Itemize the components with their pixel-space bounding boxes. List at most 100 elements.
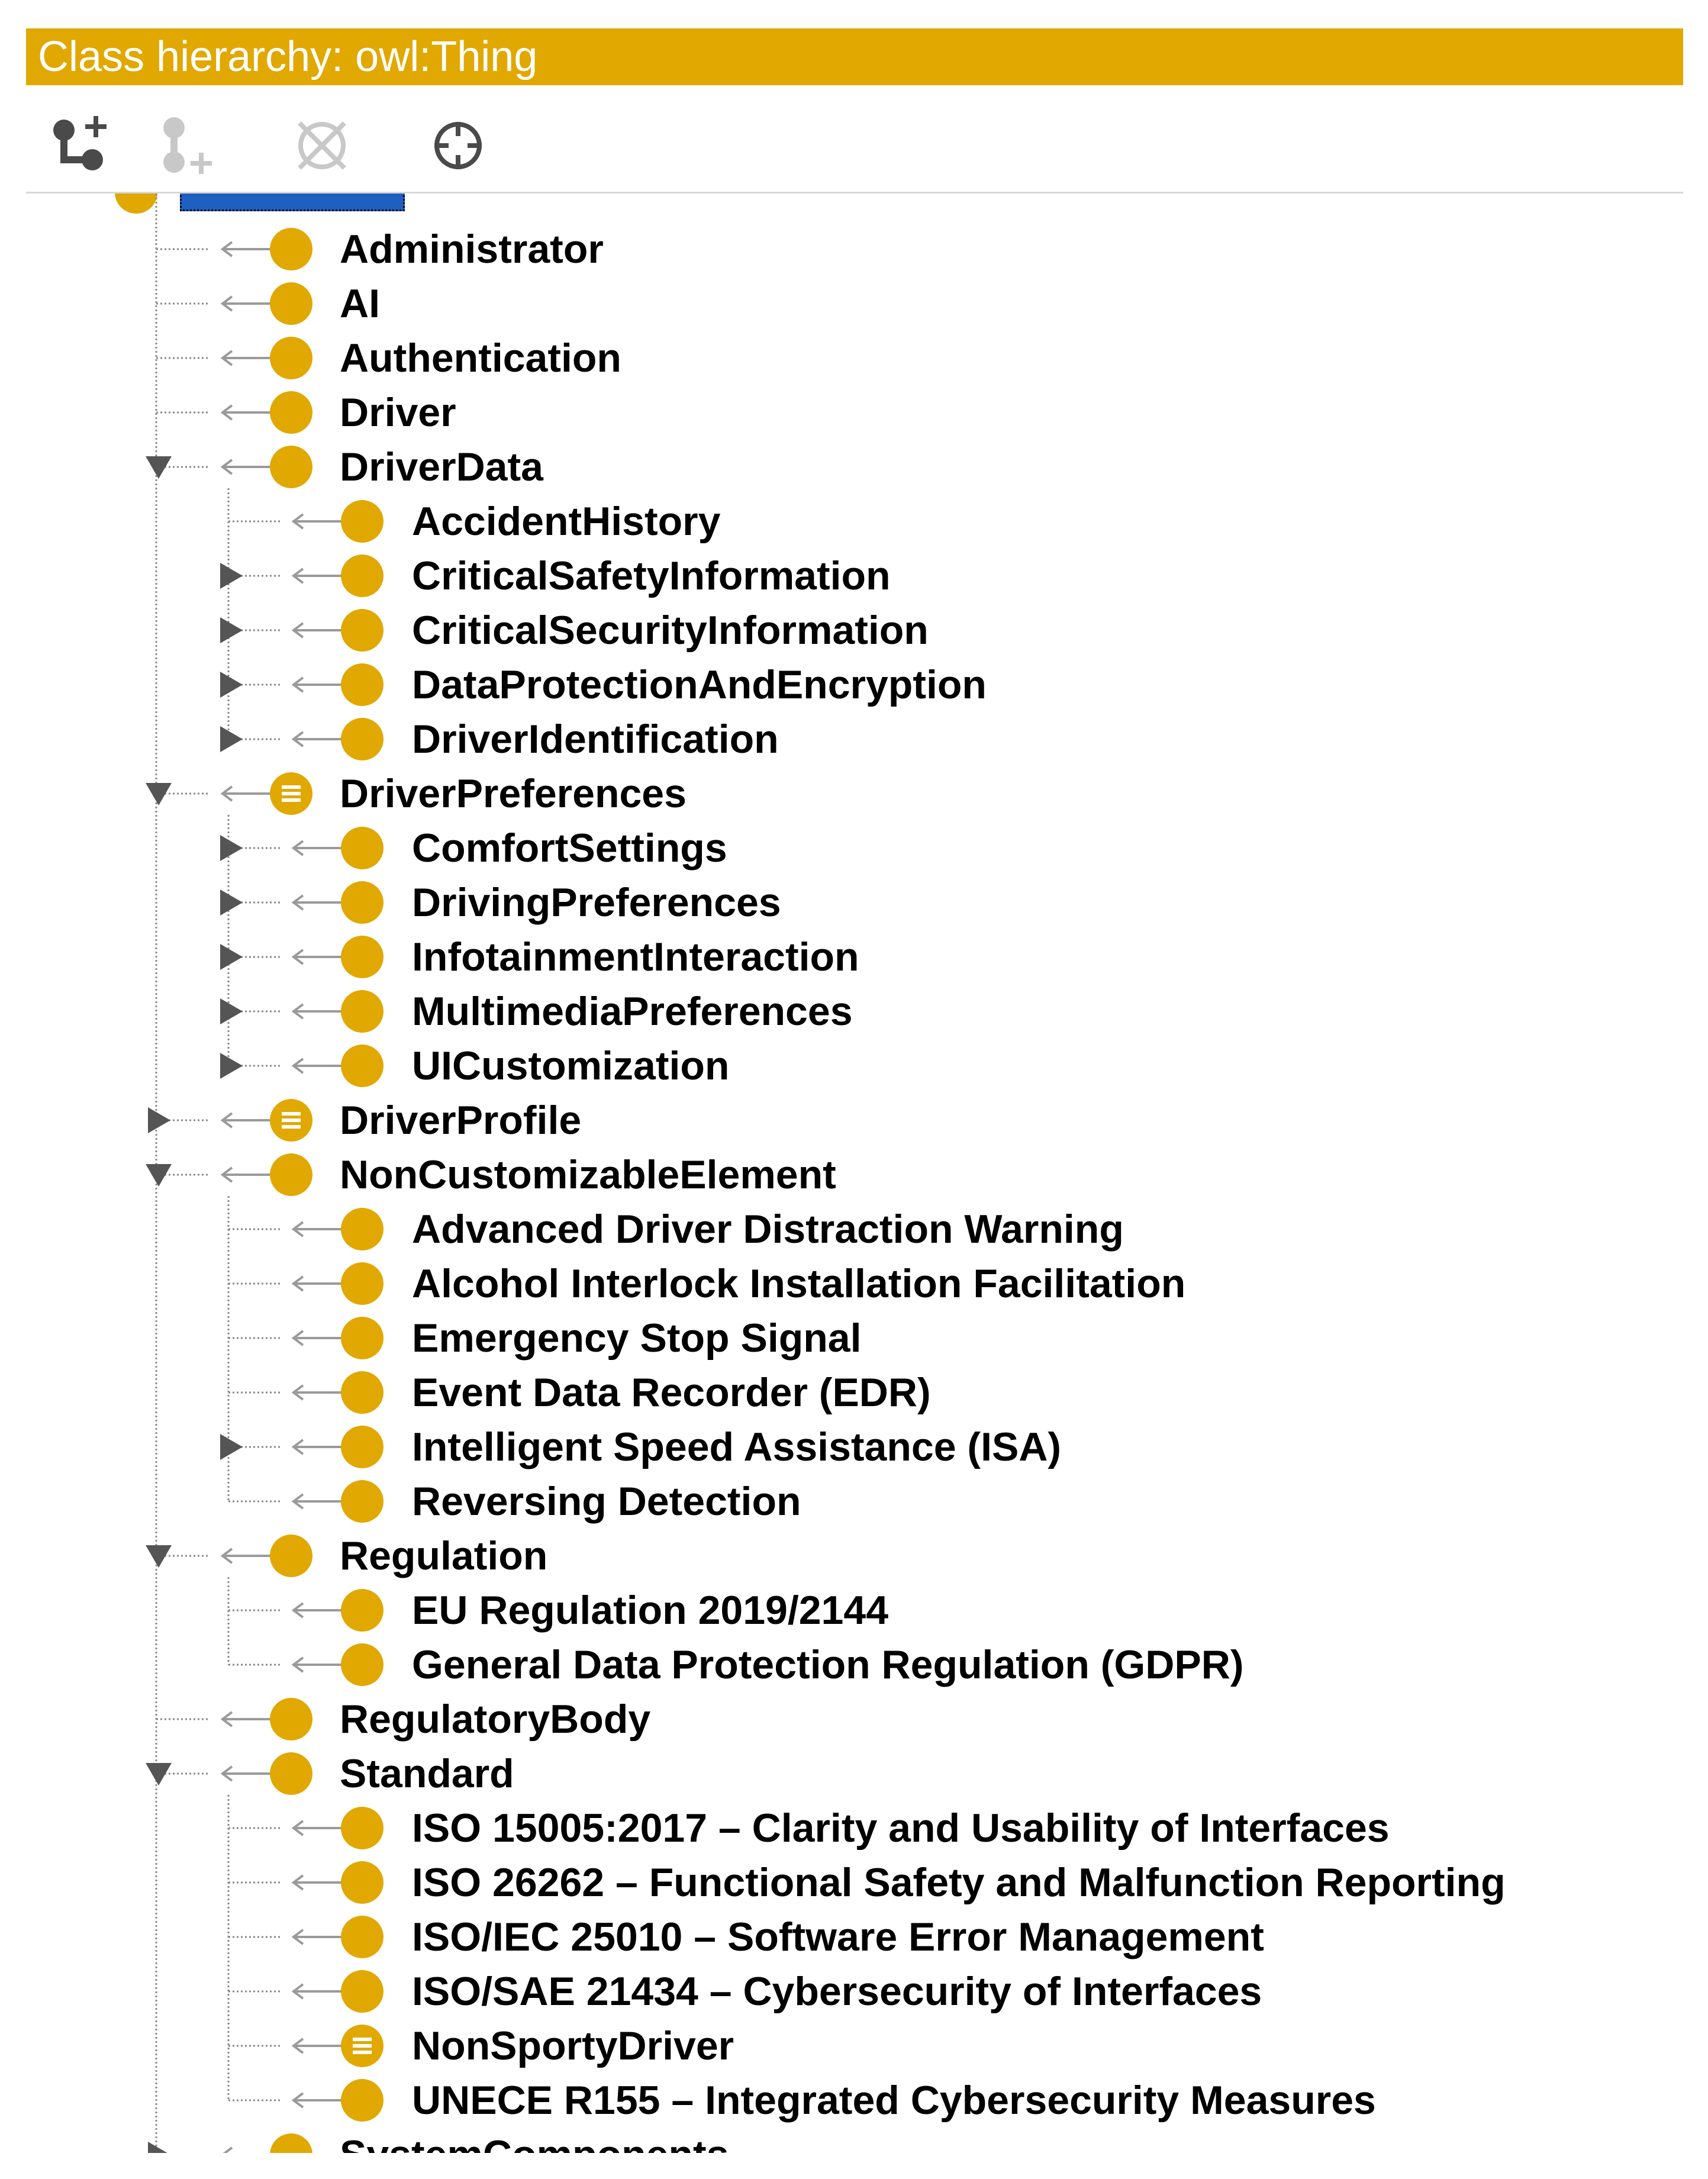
tree-node-label: CriticalSecurityInformation (412, 608, 929, 653)
tree-node-drivingpreferences[interactable]: DrivingPreferences (26, 875, 1683, 930)
tree-node-criticalsecurityinformation[interactable]: CriticalSecurityInformation (26, 603, 1683, 657)
tree-node-iso-sae-21434-cybersecurity-of-interfaces[interactable]: ISO/SAE 21434 – Cybersecurity of Interfa… (26, 1964, 1683, 2019)
tree-node-general-data-protection-regulation-gdpr[interactable]: General Data Protection Regulation (GDPR… (26, 1638, 1683, 1692)
tree-node-iso-iec-25010-software-error-management[interactable]: ISO/IEC 25010 – Software Error Managemen… (26, 1910, 1683, 1964)
tree-node-infotainmentinteraction[interactable]: InfotainmentInteraction (26, 930, 1683, 984)
tree-node-standard[interactable]: Standard (26, 1746, 1683, 1801)
subclass-arrow-icon (286, 837, 352, 859)
add-subclass-button[interactable] (44, 110, 115, 181)
expand-triangle-icon[interactable] (215, 560, 246, 591)
subclass-arrow-icon (215, 783, 281, 804)
tree-node-label: ISO/SAE 21434 – Cybersecurity of Interfa… (412, 1969, 1262, 2014)
subclass-arrow-icon (286, 1654, 352, 1675)
subclass-arrow-icon (286, 729, 352, 750)
tree-node-ai[interactable]: AI (26, 276, 1683, 331)
tree-node-authentication[interactable]: Authentication (26, 331, 1683, 385)
expand-triangle-icon[interactable] (215, 669, 246, 700)
tree-node-label: Driver (340, 390, 456, 435)
tree-node-unece-r155-integrated-cybersecurity-measures[interactable]: UNECE R155 – Integrated Cybersecurity Me… (26, 2073, 1683, 2128)
tree-node-label: Advanced Driver Distraction Warning (412, 1207, 1124, 1252)
class-icon (340, 1316, 385, 1361)
class-icon (340, 1424, 385, 1469)
tree-node-label: ISO 15005:2017 – Clarity and Usability o… (412, 1806, 1390, 1851)
tree-node-iso-26262-functional-safety-and-malfunction-reporting[interactable]: ISO 26262 – Functional Safety and Malfun… (26, 1855, 1683, 1910)
tree-node-administrator[interactable]: Administrator (26, 222, 1683, 276)
tree-node-alcohol-interlock-installation-facilitation[interactable]: Alcohol Interlock Installation Facilitat… (26, 1256, 1683, 1311)
tree-node-eu-regulation-2019-2144[interactable]: EU Regulation 2019/2144 (26, 1583, 1683, 1638)
tree-node-emergency-stop-signal[interactable]: Emergency Stop Signal (26, 1311, 1683, 1365)
class-icon (340, 717, 385, 762)
find-class-button[interactable] (423, 110, 494, 181)
collapse-triangle-icon[interactable] (143, 1159, 174, 1190)
tree-node-advanced-driver-distraction-warning[interactable]: Advanced Driver Distraction Warning (26, 1202, 1683, 1256)
tree-node-label: AI (340, 281, 380, 326)
tree-node-dataprotectionandencryption[interactable]: DataProtectionAndEncryption (26, 657, 1683, 712)
tree-node-comfortsettings[interactable]: ComfortSettings (26, 821, 1683, 875)
tree-node-label: ComfortSettings (412, 826, 727, 871)
expand-triangle-icon[interactable] (215, 996, 246, 1027)
tree-node-label: Emergency Stop Signal (412, 1316, 862, 1361)
add-subclass-icon (53, 116, 107, 170)
subclass-arrow-icon (286, 2090, 352, 2111)
class-icon (340, 1479, 385, 1524)
expand-triangle-icon[interactable] (215, 1050, 246, 1081)
tree-node-regulatorybody[interactable]: RegulatoryBody (26, 1692, 1683, 1746)
tree-node-criticalsafetyinformation[interactable]: CriticalSafetyInformation (26, 549, 1683, 603)
tree-node-regulation[interactable]: Regulation (26, 1529, 1683, 1583)
class-icon (340, 1261, 385, 1306)
tree-node-multimediapreferences[interactable]: MultimediaPreferences (26, 984, 1683, 1039)
expand-triangle-icon[interactable] (215, 887, 246, 918)
collapse-triangle-icon[interactable] (143, 452, 174, 482)
subclass-arrow-icon (215, 402, 281, 423)
tree-node-label: NonCustomizableElement (340, 1152, 836, 1197)
expand-triangle-icon[interactable] (215, 942, 246, 972)
tree-node-label: NonSportyDriver (412, 2023, 734, 2068)
class-icon (340, 662, 385, 707)
collapse-triangle-icon[interactable] (143, 1540, 174, 1571)
subclass-arrow-icon (286, 1981, 352, 2002)
tree-node-accidenthistory[interactable]: AccidentHistory (26, 494, 1683, 549)
panel-title-bar: Class hierarchy: owl:Thing (26, 28, 1683, 85)
class-icon (340, 989, 385, 1034)
class-icon (340, 1370, 385, 1415)
expand-triangle-icon[interactable] (215, 724, 246, 755)
tree-root-owl-thing[interactable] (180, 194, 405, 211)
class-icon (340, 1806, 385, 1851)
tree-node-systemcomponents[interactable]: SystemComponents (26, 2128, 1683, 2153)
add-sibling-class-icon (163, 117, 212, 174)
tree-node-driverdata[interactable]: DriverData (26, 440, 1683, 494)
collapse-triangle-icon[interactable] (143, 1758, 174, 1789)
tree-node-noncustomizableelement[interactable]: NonCustomizableElement (26, 1147, 1683, 1202)
class-icon (269, 1152, 314, 1197)
tree-node-nonsportydriver[interactable]: NonSportyDriver (26, 2019, 1683, 2073)
add-sibling-class-button[interactable] (150, 110, 221, 181)
tree-node-iso-15005-2017-clarity-and-usability-of-interfaces[interactable]: ISO 15005:2017 – Clarity and Usability o… (26, 1801, 1683, 1855)
tree-node-label: Standard (340, 1751, 514, 1796)
class-icon (269, 1751, 314, 1796)
expand-triangle-icon[interactable] (143, 2139, 174, 2153)
collapse-triangle-icon[interactable] (143, 778, 174, 809)
subclass-arrow-icon (286, 1001, 352, 1022)
tree-node-intelligent-speed-assistance-isa[interactable]: Intelligent Speed Assistance (ISA) (26, 1420, 1683, 1474)
tree-node-label: InfotainmentInteraction (412, 934, 859, 979)
expand-triangle-icon[interactable] (215, 1432, 246, 1462)
expand-triangle-icon[interactable] (215, 615, 246, 646)
tree-node-event-data-recorder-edr[interactable]: Event Data Recorder (EDR) (26, 1365, 1683, 1420)
tree-node-label: Administrator (340, 227, 604, 272)
tree-node-reversing-detection[interactable]: Reversing Detection (26, 1474, 1683, 1529)
expand-triangle-icon[interactable] (143, 1105, 174, 1136)
tree-node-driverprofile[interactable]: DriverProfile (26, 1093, 1683, 1147)
class-icon (269, 336, 314, 381)
class-icon (269, 444, 314, 489)
delete-class-button[interactable] (286, 110, 357, 181)
subclass-arrow-icon (215, 2144, 281, 2153)
tree-node-uicustomization[interactable]: UICustomization (26, 1039, 1683, 1093)
expand-triangle-icon[interactable] (215, 833, 246, 863)
class-icon (340, 1642, 385, 1687)
tree-node-driverpreferences[interactable]: DriverPreferences (26, 766, 1683, 821)
tree-node-driveridentification[interactable]: DriverIdentification (26, 712, 1683, 766)
subclass-arrow-icon (215, 1763, 281, 1784)
defined-class-icon (340, 2023, 385, 2068)
tree-node-driver[interactable]: Driver (26, 385, 1683, 440)
